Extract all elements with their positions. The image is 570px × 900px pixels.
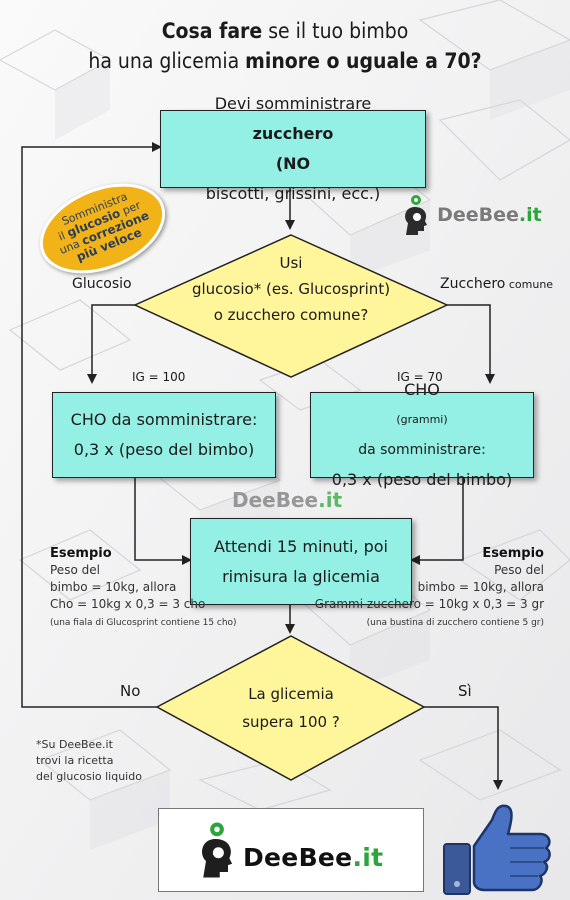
decision2-question: La glicemia supera 100 ? [242, 685, 340, 731]
arrow-decision1-to-cho-left [87, 304, 135, 384]
cho-sugar-box: CHO (grammi) da somministrare: 0,3 x (pe… [310, 380, 534, 489]
decision1-question: Usi glucosio* (es. Glucosprint) o zucche… [191, 254, 391, 324]
example-sugar: Esempio Peso del bimbo = 10kg, allora Gr… [314, 546, 544, 628]
arrow-decision2-yes [424, 706, 503, 790]
thumbs-up-icon [443, 804, 551, 895]
branch-label-no: No [120, 682, 141, 700]
deebee-head-logo-icon [202, 822, 233, 878]
deebee-head-logo-icon [405, 195, 427, 235]
branch-label-zucchero: Zucchero comune [440, 276, 554, 292]
decision1-diamond [133, 234, 449, 378]
arrow-decision1-to-cho-right [447, 304, 495, 384]
footnote-recipe: *Su DeeBee.it trovi la ricetta del gluco… [36, 738, 142, 783]
arrow-decision2-no-loop [21, 142, 162, 708]
wait-remeasure-box: Attendi 15 minuti, poi rimisura la glice… [190, 518, 412, 605]
deebee-logo-small: DeeBee.it [400, 193, 542, 237]
branch-label-yes: Sì [458, 682, 472, 700]
decision2-diamond [155, 635, 426, 781]
ig-right-label: IG = 70 [397, 370, 443, 384]
example-glucose: Esempio Peso del bimbo = 10kg, allora Ch… [50, 546, 237, 628]
deebee-logo-banner[interactable]: DeeBee.it [158, 808, 424, 892]
page-title: Cosa fare se il tuo bimbo ha una glicemi… [88, 19, 482, 73]
deebee-watermark: DeeBee.it [232, 488, 343, 512]
arrow-cho-left-to-wait [134, 478, 192, 565]
ig-left-label: IG = 100 [132, 370, 186, 384]
branch-label-glucosio: Glucosio [72, 276, 132, 292]
arrow-cho-right-to-wait [410, 478, 464, 565]
step1-give-sugar-box: Devi somministrare zucchero (NO biscotti… [160, 94, 426, 203]
cho-glucose-box: CHO da somministrare: 0,3 x (peso del bi… [52, 392, 276, 478]
